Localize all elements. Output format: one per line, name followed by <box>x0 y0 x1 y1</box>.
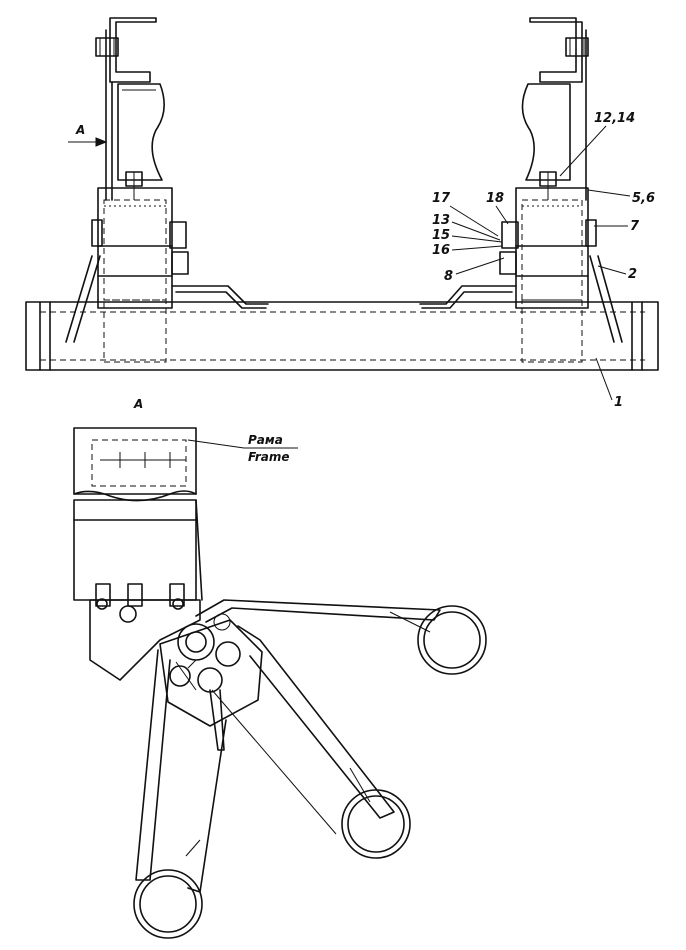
section-a-arms <box>133 599 487 939</box>
callout-17: 17 <box>432 191 451 206</box>
frame-label: Рама Frame <box>187 433 298 464</box>
section-title: A <box>133 397 143 411</box>
view-arrow: A <box>68 123 108 147</box>
callout-12-14: 12,14 <box>594 111 635 126</box>
callout-5-6: 5,6 <box>632 191 655 206</box>
callout-16: 16 <box>432 243 450 258</box>
callout-18: 18 <box>486 191 504 206</box>
callout-1: 1 <box>614 395 623 410</box>
callout-15: 15 <box>432 228 450 243</box>
frame-label-en: Frame <box>248 450 290 464</box>
section-a-hub <box>159 613 263 751</box>
frame-label-ru: Рама <box>248 433 283 447</box>
section-a-frame <box>73 427 203 681</box>
left-tank-bracket <box>65 17 269 363</box>
callout-2: 2 <box>628 267 637 282</box>
callout-8: 8 <box>444 269 453 284</box>
right-tank-bracket <box>419 17 623 363</box>
callouts: 12,14 17 18 5,6 13 15 16 7 8 2 1 <box>432 111 655 410</box>
frame-beam <box>25 301 659 371</box>
view-label-text: A <box>75 123 85 137</box>
callout-7: 7 <box>630 219 640 234</box>
callout-13: 13 <box>432 213 450 228</box>
